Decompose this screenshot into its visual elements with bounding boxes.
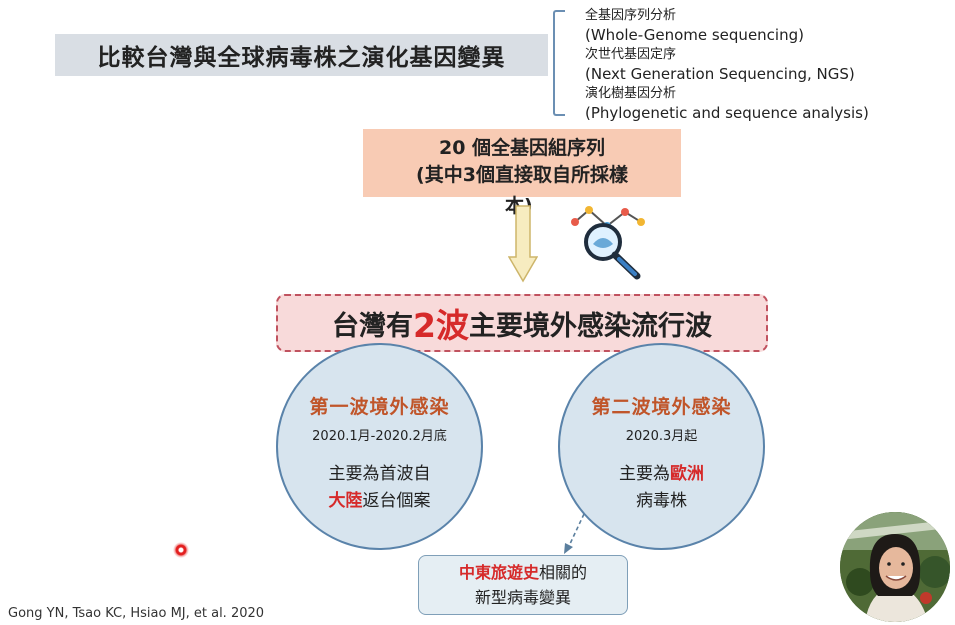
note-highlight: 中東旅遊史	[458, 563, 539, 582]
method-2-zh: 次世代基因定序	[585, 47, 677, 62]
sequence-count-box: 20 個全基因組序列 (其中3個直接取自所採樣	[363, 129, 681, 197]
wave-2-body-line-2: 病毒株	[636, 491, 687, 511]
main-finding-box: 台灣有 2波 主要境外感染流行波	[276, 294, 768, 352]
wave-1-body-rest: 返台個案	[362, 491, 431, 511]
wave-2-body-line-1: 主要為歐洲	[560, 461, 763, 488]
down-arrow-icon	[508, 205, 538, 283]
main-highlight: 2波	[413, 306, 469, 345]
presenter-webcam	[840, 512, 950, 622]
wave-1-title: 第一波境外感染	[309, 396, 450, 418]
wave-1-body-line-2: 大陸返台個案	[278, 488, 481, 515]
wave-1-body-line-1: 主要為首波自	[328, 464, 431, 484]
wave-2-title: 第二波境外感染	[591, 396, 732, 418]
wave-2-body: 主要為歐洲 病毒株	[560, 461, 763, 515]
method-1-en: (Whole-Genome sequencing)	[585, 25, 804, 44]
wave-2-date: 2020.3月起	[625, 429, 698, 444]
methods-bracket	[553, 10, 565, 116]
sequence-line-1: 20 個全基因組序列	[438, 137, 606, 159]
presenter-avatar	[840, 512, 950, 622]
laser-pointer-icon	[173, 542, 189, 558]
slide-title: 比較台灣與全球病毒株之演化基因變異	[55, 34, 548, 76]
main-prefix: 台灣有	[332, 310, 414, 342]
method-2-en: (Next Generation Sequencing, NGS)	[585, 64, 855, 83]
note-line-2: 新型病毒變異	[474, 588, 571, 607]
wave-1-circle: 第一波境外感染 2020.1月-2020.2月底 主要為首波自 大陸返台個案	[276, 343, 483, 550]
methods-list: 全基因序列分析 (Whole-Genome sequencing) 次世代基因定…	[585, 6, 869, 123]
middle-east-note: 中東旅遊史相關的 新型病毒變異	[418, 555, 628, 615]
magnifier-network-icon	[571, 206, 645, 280]
citation: Gong YN, Tsao KC, Hsiao MJ, et al. 2020	[8, 606, 265, 621]
method-1-zh: 全基因序列分析	[585, 8, 677, 23]
method-3-zh: 演化樹基因分析	[585, 86, 677, 101]
wave-1-body: 主要為首波自 大陸返台個案	[278, 461, 481, 515]
wave-2-circle: 第二波境外感染 2020.3月起 主要為歐洲 病毒株	[558, 343, 765, 550]
main-suffix: 主要境外感染流行波	[468, 310, 712, 342]
wave-2-body-prefix: 主要為	[619, 464, 670, 484]
method-3-en: (Phylogenetic and sequence analysis)	[585, 103, 869, 122]
sequence-line-2: (其中3個直接取自所採樣	[416, 164, 628, 186]
note-rest: 相關的	[539, 563, 588, 582]
wave-1-date: 2020.1月-2020.2月底	[312, 429, 447, 444]
wave-2-origin-highlight: 歐洲	[670, 464, 704, 484]
note-line-1: 中東旅遊史相關的	[419, 560, 627, 585]
wave-1-origin-highlight: 大陸	[328, 491, 363, 511]
dashed-connector-arrow	[564, 513, 585, 554]
